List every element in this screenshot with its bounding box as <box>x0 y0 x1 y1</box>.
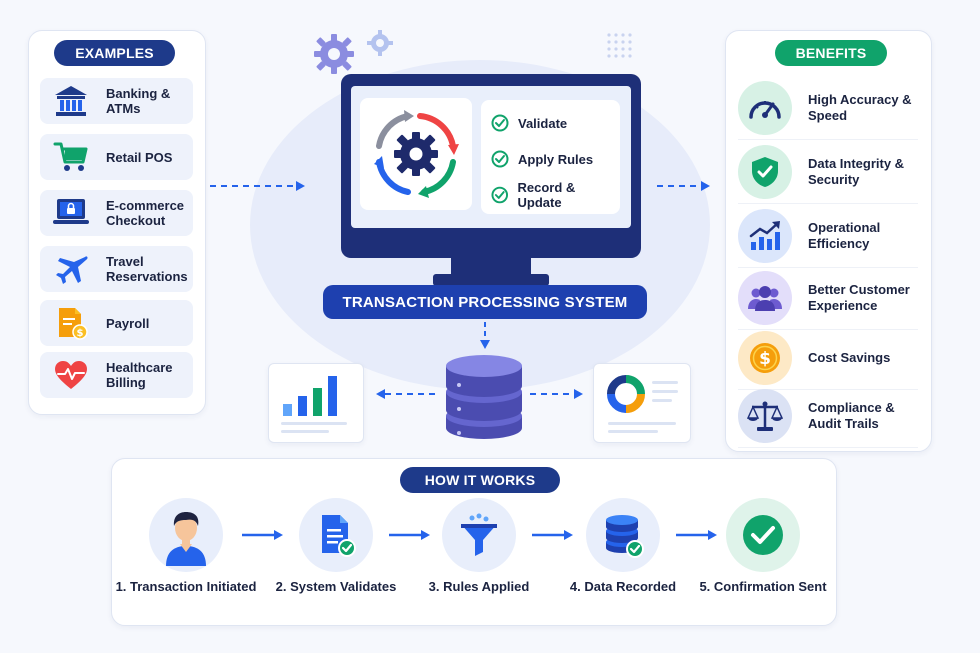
payroll-document-icon: $ <box>48 300 94 346</box>
check-circle-icon <box>726 498 800 572</box>
example-label: Banking & ATMs <box>106 86 171 116</box>
example-label: Healthcare Billing <box>106 360 173 390</box>
svg-text:$: $ <box>759 349 771 369</box>
arrow-database-to-donut-report <box>528 386 586 402</box>
step-confirmation-sent: 5. Confirmation Sent <box>688 498 838 595</box>
step-record-update: Record & Update <box>491 177 620 213</box>
benefit-label: Data Integrity & Security <box>808 156 905 187</box>
monitor-base <box>433 274 549 286</box>
gears-decoration-icon <box>310 28 402 78</box>
dots-decoration <box>606 32 632 58</box>
speedometer-icon <box>738 81 792 135</box>
example-item-healthcare: Healthcare Billing <box>40 352 193 398</box>
benefit-label: Cost Savings <box>808 350 891 365</box>
example-item-payroll: $ Payroll <box>40 300 193 346</box>
example-label: E-commerce Checkout <box>106 198 185 228</box>
arrow-step-3-to-4 <box>530 527 576 543</box>
arrow-step-4-to-5 <box>674 527 720 543</box>
benefit-item-customer: Better Customer Experience <box>738 267 918 330</box>
dollar-icon: $ <box>738 331 792 385</box>
arrow-step-2-to-3 <box>387 527 433 543</box>
growth-chart-icon <box>738 209 792 263</box>
bank-icon <box>48 78 94 124</box>
check-circle-icon <box>491 186 509 204</box>
person-icon <box>149 498 223 572</box>
benefits-title: BENEFITS <box>775 40 887 66</box>
benefit-label: Better Customer Experience <box>808 282 910 313</box>
benefit-item-compliance: Compliance & Audit Trails <box>738 385 918 448</box>
step-label: Record & Update <box>517 180 576 210</box>
benefit-label: High Accuracy & Speed <box>808 92 912 123</box>
step-label: Apply Rules <box>518 151 594 167</box>
example-label: Retail POS <box>106 149 173 165</box>
check-circle-icon <box>491 150 509 168</box>
example-label: Travel Reservations <box>106 254 188 284</box>
laptop-lock-icon <box>48 190 94 236</box>
step-label: 5. Confirmation Sent <box>699 579 827 594</box>
example-item-banking: Banking & ATMs <box>40 78 193 124</box>
step-apply-rules: Apply Rules <box>491 141 620 177</box>
users-icon <box>738 271 792 325</box>
step-transaction-initiated: 1. Transaction Initiated <box>111 498 261 595</box>
arrow-step-1-to-2 <box>240 527 286 543</box>
example-label: Payroll <box>106 315 150 331</box>
arrow-system-to-benefits <box>655 178 713 194</box>
heart-pulse-icon <box>48 352 94 398</box>
processing-cycle-icon <box>374 110 459 198</box>
shopping-cart-icon <box>48 134 94 180</box>
donut-chart-report-card <box>593 363 691 443</box>
database-icon <box>443 352 525 442</box>
svg-text:$: $ <box>77 328 84 339</box>
step-label: 2. System Validates <box>275 579 397 594</box>
database-check-icon <box>586 498 660 572</box>
step-rules-applied: 3. Rules Applied <box>404 498 554 595</box>
donut-chart-icon <box>607 375 678 433</box>
arrow-database-to-bar-report <box>373 386 439 402</box>
scales-icon <box>738 389 792 443</box>
airplane-icon <box>48 246 94 292</box>
bar-chart-report-card <box>268 363 364 443</box>
benefit-item-cost: $ Cost Savings <box>738 327 918 390</box>
step-label: 4. Data Recorded <box>569 579 677 594</box>
benefit-label: Compliance & Audit Trails <box>808 400 895 431</box>
shield-check-icon <box>738 145 792 199</box>
bar-chart-icon <box>281 376 347 433</box>
how-it-works-title: HOW IT WORKS <box>400 467 560 493</box>
processing-steps-card: Validate Apply Rules Record & Update <box>481 100 620 214</box>
funnel-icon <box>442 498 516 572</box>
step-system-validates: 2. System Validates <box>261 498 411 595</box>
benefit-label: Operational Efficiency <box>808 220 881 251</box>
monitor-stand <box>451 258 531 276</box>
step-data-recorded: 4. Data Recorded <box>548 498 698 595</box>
arrow-system-to-database <box>477 320 493 352</box>
check-circle-icon <box>491 114 509 132</box>
document-check-icon <box>299 498 373 572</box>
arrow-examples-to-system <box>208 178 308 194</box>
processing-cycle-card <box>360 98 472 210</box>
examples-title: EXAMPLES <box>54 40 175 66</box>
example-item-ecommerce: E-commerce Checkout <box>40 190 193 236</box>
step-label: 3. Rules Applied <box>428 579 530 594</box>
system-title: TRANSACTION PROCESSING SYSTEM <box>323 285 647 319</box>
benefit-item-accuracy: High Accuracy & Speed <box>738 77 918 140</box>
step-label: Validate <box>518 115 568 131</box>
example-item-travel: Travel Reservations <box>40 246 193 292</box>
step-label: 1. Transaction Initiated <box>115 579 257 594</box>
benefit-item-efficiency: Operational Efficiency <box>738 205 918 268</box>
example-item-retail-pos: Retail POS <box>40 134 193 180</box>
benefit-item-integrity: Data Integrity & Security <box>738 141 918 204</box>
step-validate: Validate <box>491 105 620 141</box>
